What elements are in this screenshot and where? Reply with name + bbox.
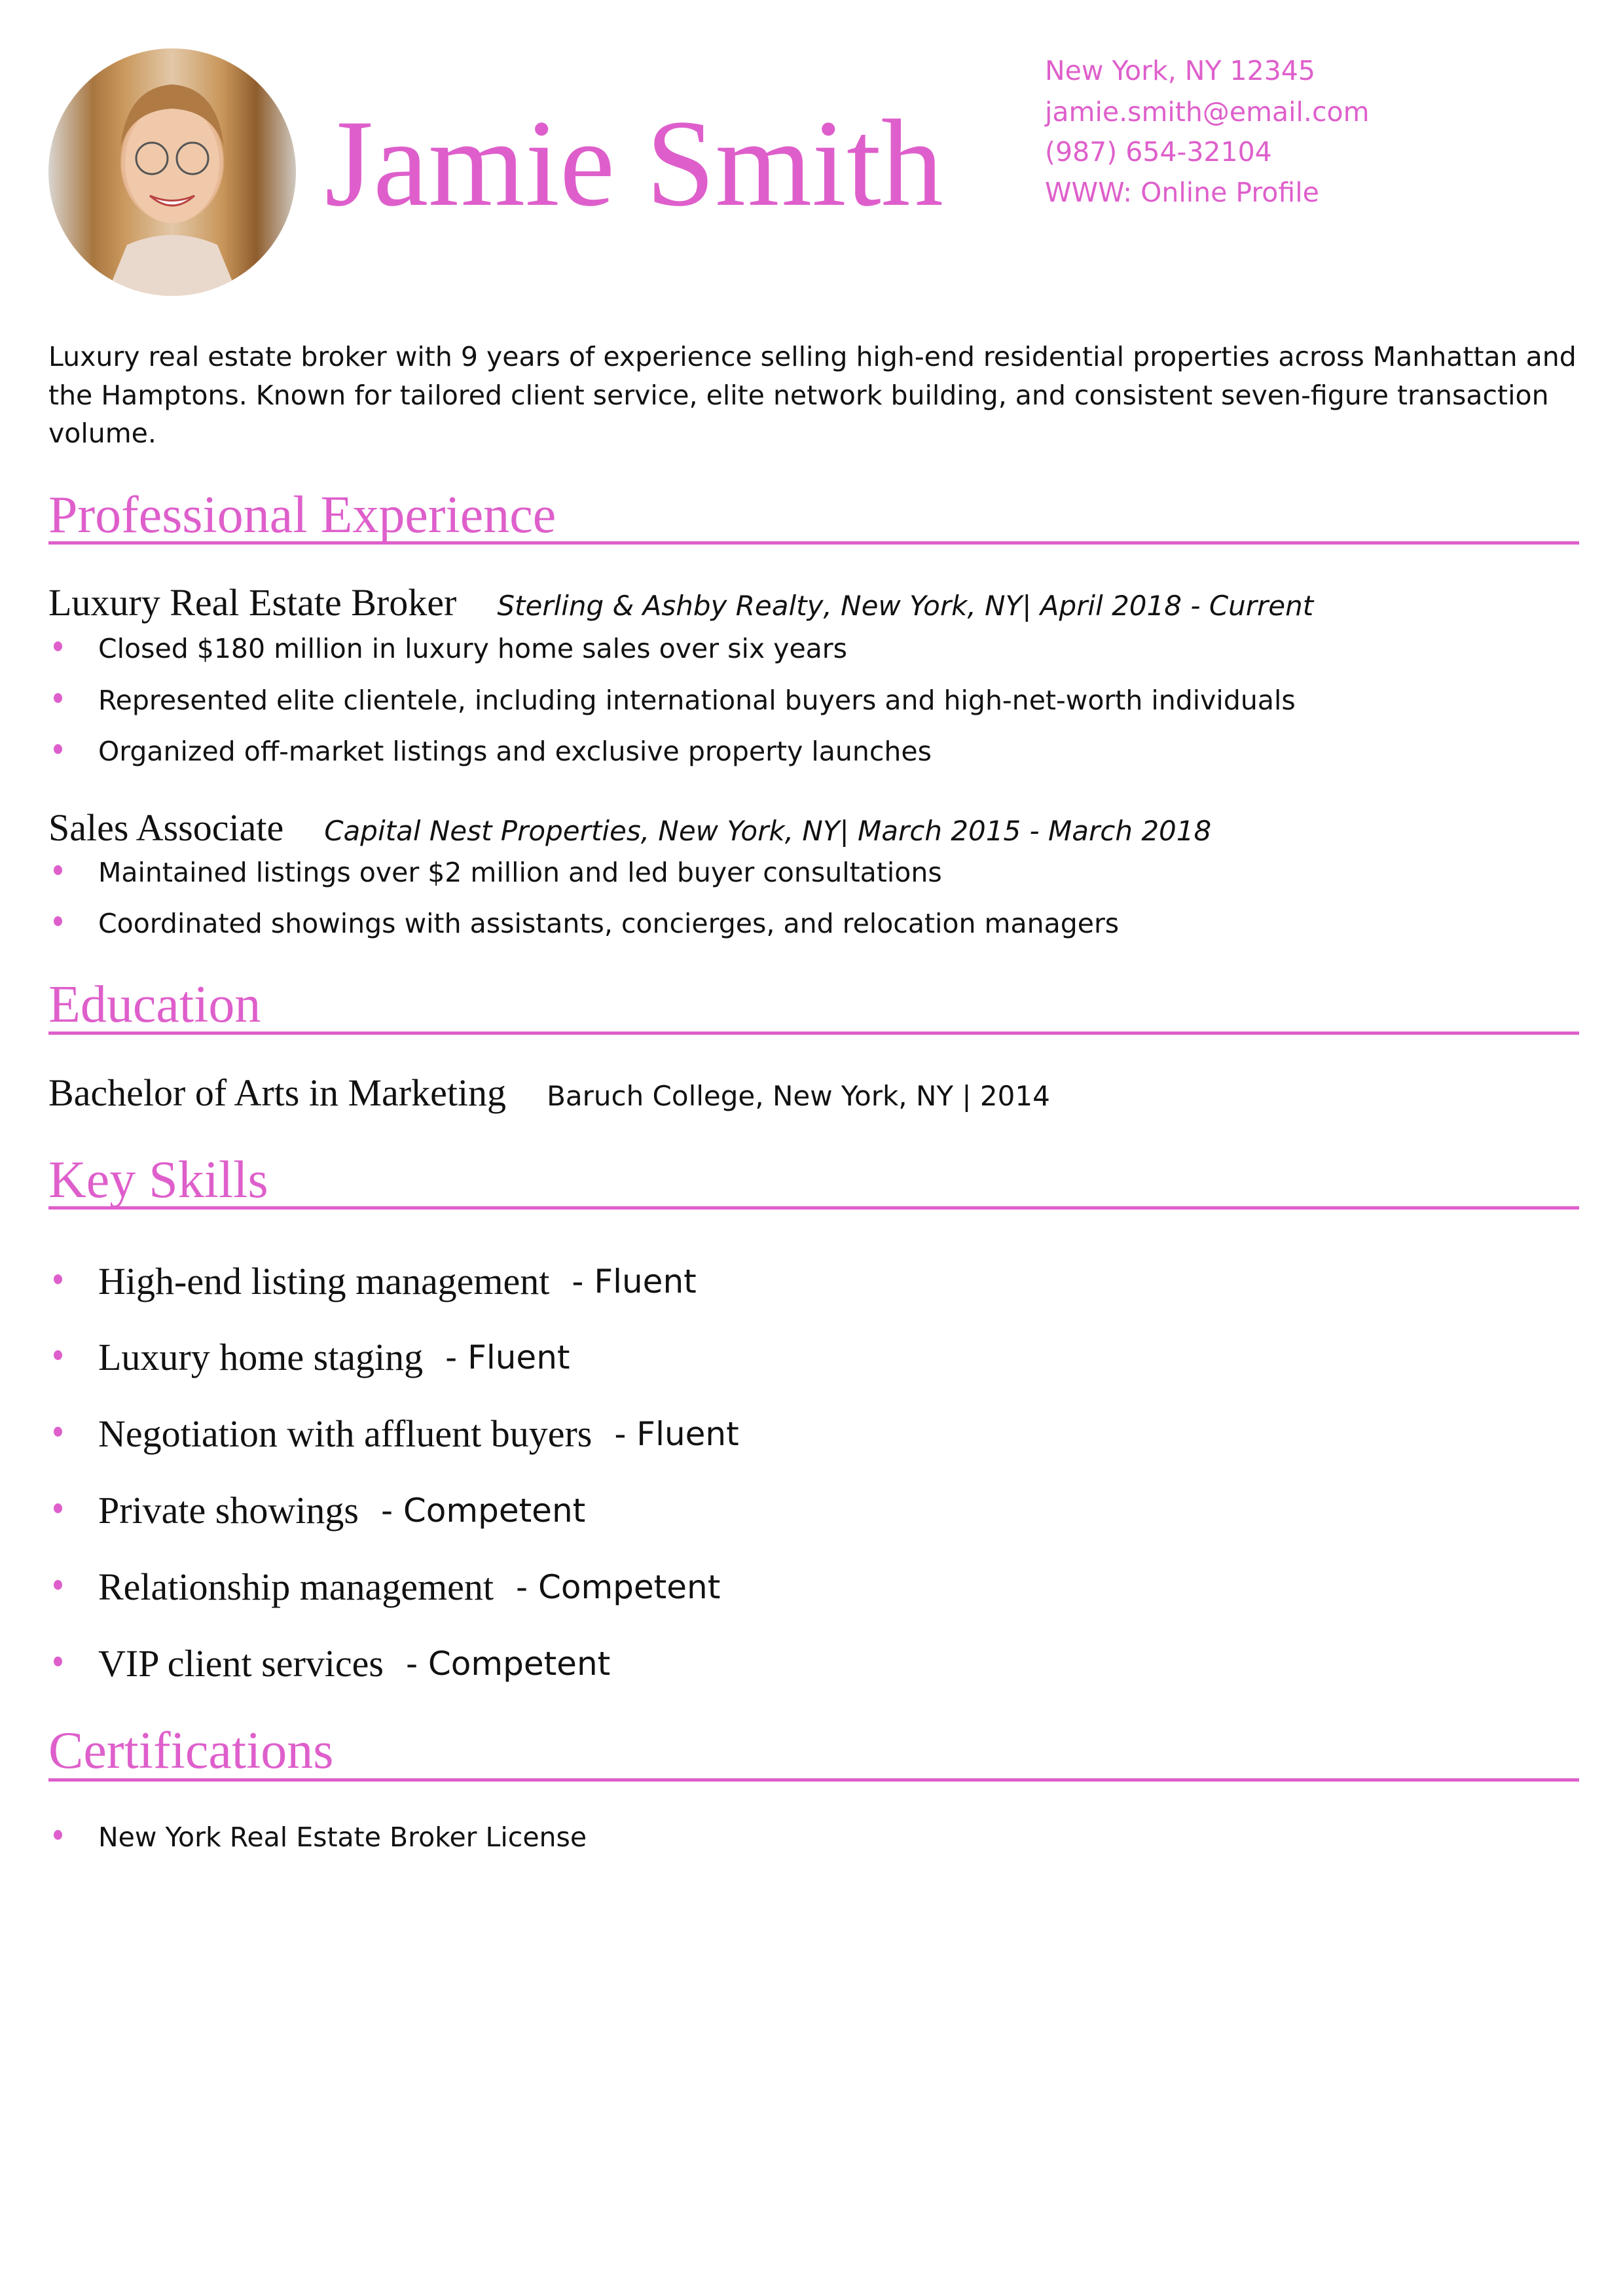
skill-name: Relationship management [98,1566,494,1608]
section-title-certifications: Certifications [48,1722,334,1780]
bullet-icon [54,916,62,926]
skill-item: Relationship management - Competent [48,1561,720,1613]
list-item: Coordinated showings with assistants, co… [48,905,1119,942]
job-dates: | April 2018 - Current [1022,590,1314,622]
skill-level: - Fluent [445,1338,570,1376]
job-company: Capital Nest Properties [324,815,641,847]
job-header: Sales Associate Capital Nest Properties … [48,805,1211,851]
list-item: Organized off-market listings and exclus… [48,733,932,770]
skill-item: Private showings - Competent [48,1484,585,1537]
bullet-icon [54,1579,62,1590]
skill-item: VIP client services - Competent [48,1638,610,1690]
list-item: Represented elite clientele, including i… [48,682,1296,719]
bullet-icon [54,1829,62,1840]
job-title: Sales Associate [48,806,284,849]
skill-name: Luxury home staging [98,1336,424,1378]
section-divider [48,541,1579,545]
job-header: Luxury Real Estate Broker Sterling & Ash… [48,580,1313,626]
bullet-text: Closed $180 million in luxury home sales… [98,633,848,664]
bullet-icon [54,1656,62,1666]
job-dates: | March 2015 - March 2018 [839,815,1212,847]
certification-text: New York Real Estate Broker License [98,1821,587,1853]
skill-level: - Competent [405,1645,611,1683]
skill-level: - Competent [380,1492,586,1530]
section-title-experience: Professional Experience [48,486,556,544]
education-entry: Bachelor of Arts in Marketing Baruch Col… [48,1070,1050,1116]
list-item: Closed $180 million in luxury home sales… [48,630,847,667]
contact-phone: (987) 654-32104 [1045,136,1272,168]
bullet-icon [54,1274,62,1284]
bullet-icon [54,1426,62,1437]
section-title-education: Education [48,976,261,1033]
bullet-icon [54,641,62,651]
skill-item: Negotiation with affluent buyers - Fluent [48,1408,739,1460]
professional-summary: Luxury real estate broker with 9 years o… [48,341,1577,449]
job-title: Luxury Real Estate Broker [48,581,457,624]
profile-photo [48,48,296,296]
section-divider [48,1031,1579,1035]
skill-name: Negotiation with affluent buyers [98,1412,593,1455]
skill-level: - Fluent [614,1415,739,1453]
bullet-text: Represented elite clientele, including i… [98,685,1296,716]
contact-email[interactable]: jamie.smith@email.com [1045,96,1370,128]
avatar-portrait-icon [106,84,238,296]
school: Baruch College, New York, NY | 2014 [547,1080,1050,1112]
job-location: , New York, NY [640,815,840,847]
candidate-name: Jamie Smith [325,95,943,232]
skill-name: High-end listing management [98,1260,550,1302]
list-item: New York Real Estate Broker License [48,1819,587,1856]
skill-name: VIP client services [98,1642,384,1685]
section-title-skills: Key Skills [48,1151,268,1209]
skill-item: High-end listing management - Fluent [48,1255,697,1308]
job-company: Sterling & Ashby Realty [497,590,824,622]
skill-item: Luxury home staging - Fluent [48,1331,570,1384]
degree: Bachelor of Arts in Marketing [48,1071,507,1114]
contact-website-link[interactable]: WWW: Online Profile [1045,177,1319,208]
bullet-text: Maintained listings over $2 million and … [98,857,942,888]
skill-level: - Fluent [572,1263,697,1300]
bullet-icon [54,865,62,875]
list-item: Maintained listings over $2 million and … [48,854,942,891]
bullet-icon [54,1503,62,1513]
section-divider [48,1778,1579,1782]
job-location: , New York, NY [823,590,1023,622]
section-divider [48,1206,1579,1210]
skill-level: - Competent [516,1568,721,1606]
bullet-text: Coordinated showings with assistants, co… [98,908,1120,939]
bullet-icon [54,744,62,754]
skill-name: Private showings [98,1489,359,1532]
bullet-icon [54,1350,62,1360]
bullet-text: Organized off-market listings and exclus… [98,736,932,767]
contact-location: New York, NY 12345 [1045,55,1315,86]
bullet-icon [54,692,62,703]
